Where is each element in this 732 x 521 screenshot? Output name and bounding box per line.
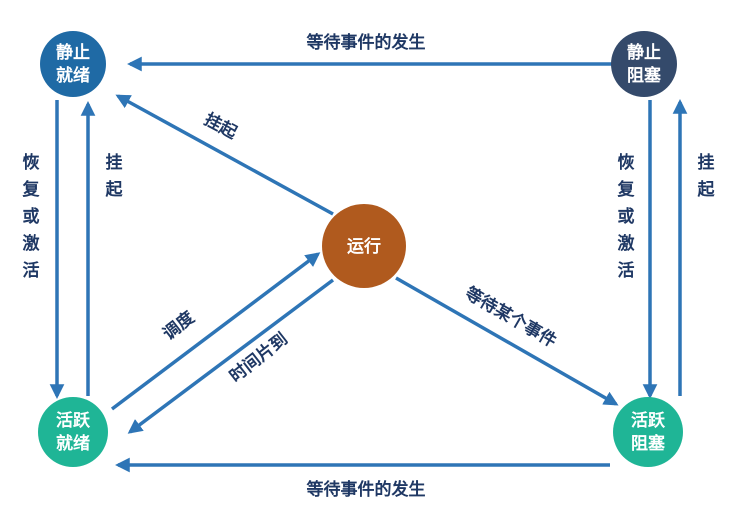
label-right-suspend: 挂 起	[697, 152, 716, 200]
label-suspend-running: 挂起	[201, 109, 242, 144]
label-left-suspend-char: 挂	[106, 152, 123, 173]
label-wait-some-event: 等待某个事件	[461, 283, 560, 352]
label-right-activate-char: 恢	[618, 152, 635, 173]
label-left-activate-char: 复	[22, 179, 41, 200]
label-bottom-wait-event: 等待事件的发生	[307, 479, 426, 500]
node-running-circle	[322, 204, 406, 288]
label-dispatch: 调度	[159, 306, 200, 344]
label-right-activate-char: 激	[618, 233, 635, 254]
label-right-activate-char: 活	[618, 260, 635, 281]
label-right-activate: 恢 复 或 激 活	[617, 152, 636, 281]
node-static-blocked-line2: 阻塞	[627, 65, 662, 86]
node-static-ready-circle	[40, 31, 106, 97]
arrow-active-ready-to-running	[110, 252, 321, 411]
label-right-suspend-char: 起	[697, 179, 716, 200]
node-static-ready-line2: 就绪	[56, 65, 90, 86]
label-right-suspend-char: 挂	[698, 152, 715, 173]
node-active-ready: 活跃 就绪	[38, 397, 108, 467]
node-static-blocked: 静止 阻塞	[611, 31, 677, 97]
node-static-blocked-line1: 静止	[627, 42, 661, 63]
label-top-wait-event: 等待事件的发生	[307, 32, 426, 53]
arrow-running-to-active-blocked	[395, 276, 619, 406]
node-running: 运行	[322, 204, 406, 288]
label-right-activate-char: 或	[618, 206, 635, 227]
label-left-suspend: 挂 起	[105, 152, 124, 200]
node-static-blocked-circle	[611, 31, 677, 97]
node-active-blocked-line2: 阻塞	[631, 433, 666, 454]
node-static-ready: 静止 就绪	[40, 31, 106, 97]
label-left-activate-char: 恢	[23, 152, 40, 173]
node-active-ready-line2: 就绪	[56, 433, 90, 454]
label-left-activate: 恢 复 或 激 活	[22, 152, 41, 281]
node-running-label: 运行	[347, 236, 381, 257]
arrow-running-to-active-ready	[127, 278, 335, 434]
node-active-ready-line1: 活跃	[56, 410, 91, 431]
arrows	[49, 56, 688, 473]
node-active-blocked: 活跃 阻塞	[613, 397, 683, 467]
node-static-ready-line1: 静止	[56, 42, 90, 63]
label-left-activate-char: 活	[23, 260, 40, 281]
node-active-blocked-circle	[613, 397, 683, 467]
arrow-running-to-static-ready	[115, 94, 334, 216]
label-right-activate-char: 复	[617, 179, 636, 200]
label-left-activate-char: 激	[23, 233, 40, 254]
node-active-ready-circle	[38, 397, 108, 467]
label-left-activate-char: 或	[23, 206, 40, 227]
node-active-blocked-line1: 活跃	[631, 410, 666, 431]
label-left-suspend-char: 起	[105, 179, 124, 200]
